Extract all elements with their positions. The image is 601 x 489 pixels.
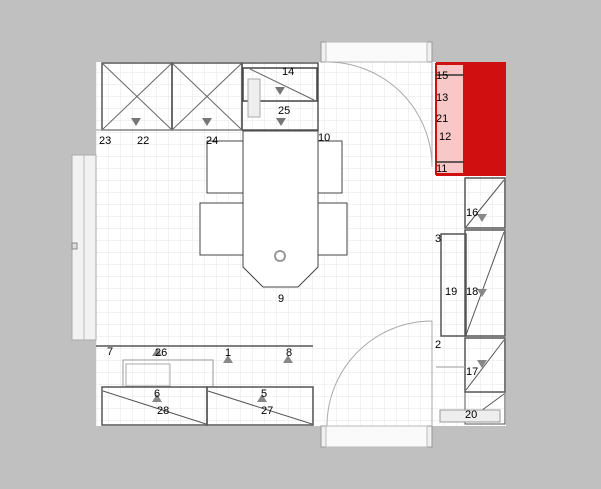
label-15[interactable]: 15 — [436, 70, 448, 82]
label-17[interactable]: 17 — [466, 366, 478, 378]
label-12[interactable]: 12 — [439, 131, 451, 143]
fridge-highlighted[interactable] — [435, 62, 506, 176]
label-9[interactable]: 9 — [278, 293, 284, 305]
label-22[interactable]: 22 — [137, 135, 149, 147]
door-bottom[interactable] — [320, 320, 433, 448]
label-28[interactable]: 28 — [157, 405, 169, 417]
label-2[interactable]: 2 — [435, 339, 441, 351]
label-20[interactable]: 20 — [465, 409, 477, 421]
label-18[interactable]: 18 — [466, 286, 478, 298]
label-10[interactable]: 10 — [318, 132, 330, 144]
label-23[interactable]: 23 — [99, 135, 111, 147]
label-13[interactable]: 13 — [436, 92, 448, 104]
label-24[interactable]: 24 — [206, 135, 218, 147]
window-left[interactable] — [71, 154, 97, 341]
label-3[interactable]: 3 — [435, 233, 441, 245]
door-top[interactable] — [320, 41, 433, 168]
label-11[interactable]: 11 — [436, 163, 447, 175]
label-6[interactable]: 6 — [154, 388, 160, 400]
label-8[interactable]: 8 — [286, 347, 292, 359]
label-14[interactable]: 14 — [282, 66, 294, 78]
right-cabinets[interactable] — [436, 177, 506, 425]
bottom-counter[interactable] — [96, 345, 314, 426]
label-1[interactable]: 1 — [225, 347, 231, 359]
label-7[interactable]: 7 — [107, 346, 113, 358]
label-27[interactable]: 27 — [261, 405, 273, 417]
label-21[interactable]: 21 — [436, 113, 448, 125]
label-16[interactable]: 16 — [466, 207, 478, 219]
plan-labels: 14 25 23 22 24 10 15 13 21 12 11 16 3 19… — [99, 66, 478, 421]
label-19[interactable]: 19 — [445, 286, 457, 298]
top-cabinet-25[interactable] — [241, 62, 319, 131]
label-25[interactable]: 25 — [278, 105, 290, 117]
label-26[interactable]: 26 — [155, 347, 167, 359]
dining-table[interactable] — [199, 130, 348, 288]
label-5[interactable]: 5 — [261, 388, 267, 400]
